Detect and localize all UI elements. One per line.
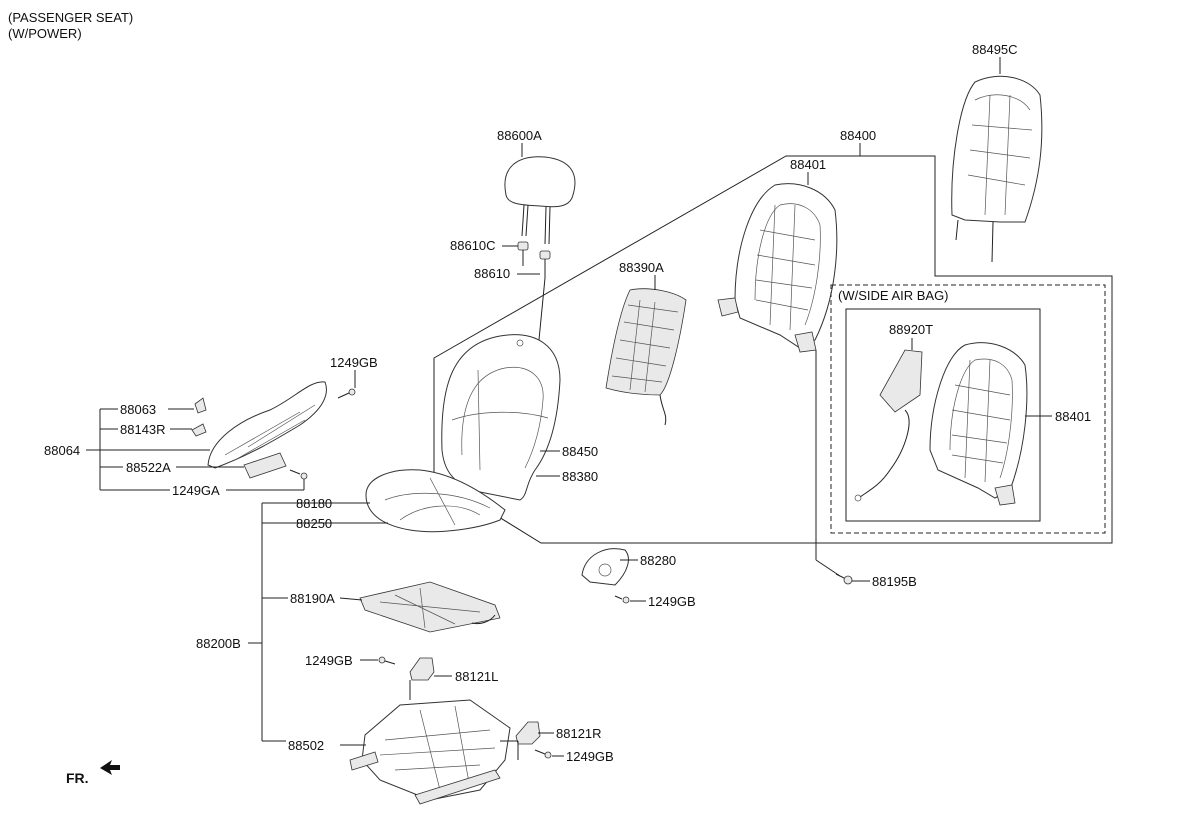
back-frame-88401[interactable] <box>717 183 838 353</box>
seat-cushion-88180[interactable] <box>365 469 506 533</box>
header-line-2: (W/POWER) <box>8 26 82 41</box>
seat-track-88502[interactable] <box>349 699 511 805</box>
label-88180: 88180 <box>296 496 332 511</box>
label-88280: 88280 <box>640 553 676 568</box>
label-88401-airbag: 88401 <box>1055 409 1091 424</box>
screw-1249GB-b[interactable] <box>614 595 630 604</box>
label-88250: 88250 <box>296 516 332 531</box>
label-88401-top: 88401 <box>790 157 826 172</box>
label-88063: 88063 <box>120 402 156 417</box>
side-airbag-module-88920T[interactable] <box>854 349 923 502</box>
label-88502: 88502 <box>288 738 324 753</box>
label-88920T: 88920T <box>889 322 933 337</box>
screw-1249GB-c[interactable] <box>378 656 396 665</box>
label-88200B: 88200B <box>196 636 241 651</box>
label-88064: 88064 <box>44 443 80 458</box>
label-1249GA: 1249GA <box>172 483 220 498</box>
front-arrow-icon <box>100 760 120 775</box>
label-1249GB-a: 1249GB <box>330 355 378 370</box>
label-1249GB-b: 1249GB <box>648 594 696 609</box>
screw-1249GB-d[interactable] <box>534 749 552 759</box>
seat-side-cover-88064[interactable] <box>207 381 327 469</box>
label-88380: 88380 <box>562 469 598 484</box>
label-1249GB-c: 1249GB <box>305 653 353 668</box>
label-88400: 88400 <box>840 128 876 143</box>
label-88195B: 88195B <box>872 574 917 589</box>
header-line-1: (PASSENGER SEAT) <box>8 10 133 25</box>
label-88450: 88450 <box>562 444 598 459</box>
label-88390A: 88390A <box>619 260 664 275</box>
headrest-guide-88610C[interactable] <box>517 241 529 266</box>
label-88143R: 88143R <box>120 422 166 437</box>
cushion-pad-88190A[interactable] <box>359 581 501 633</box>
label-88121R: 88121R <box>556 726 602 741</box>
back-board-88495C[interactable] <box>951 75 1043 263</box>
headrest-guide-88610[interactable] <box>539 250 551 278</box>
label-1249GB-d: 1249GB <box>566 749 614 764</box>
label-88522A: 88522A <box>126 460 171 475</box>
recliner-cover-88280[interactable] <box>581 548 629 586</box>
label-88600A: 88600A <box>497 128 542 143</box>
front-indicator: FR. <box>66 770 89 786</box>
bracket-88121R[interactable] <box>515 721 541 745</box>
label-88121L: 88121L <box>455 669 498 684</box>
knob-88143R[interactable] <box>191 423 207 437</box>
switch-88522A[interactable] <box>243 452 287 479</box>
label-88610C: 88610C <box>450 238 496 253</box>
headrest-88600A[interactable] <box>504 156 576 245</box>
back-frame-88401-airbag[interactable] <box>929 342 1028 506</box>
seat-back-cover-88380[interactable] <box>441 334 561 501</box>
screw-1249GB-a[interactable] <box>337 388 356 399</box>
label-88610: 88610 <box>474 266 510 281</box>
knob-88063[interactable] <box>194 397 207 414</box>
label-88190A: 88190A <box>290 591 335 606</box>
back-pad-88390A[interactable] <box>605 288 687 426</box>
screw-1249GA[interactable] <box>289 469 308 480</box>
label-88495C: 88495C <box>972 42 1018 57</box>
airbag-box-title: (W/SIDE AIR BAG) <box>838 288 949 303</box>
bracket-88121L[interactable] <box>409 657 435 681</box>
